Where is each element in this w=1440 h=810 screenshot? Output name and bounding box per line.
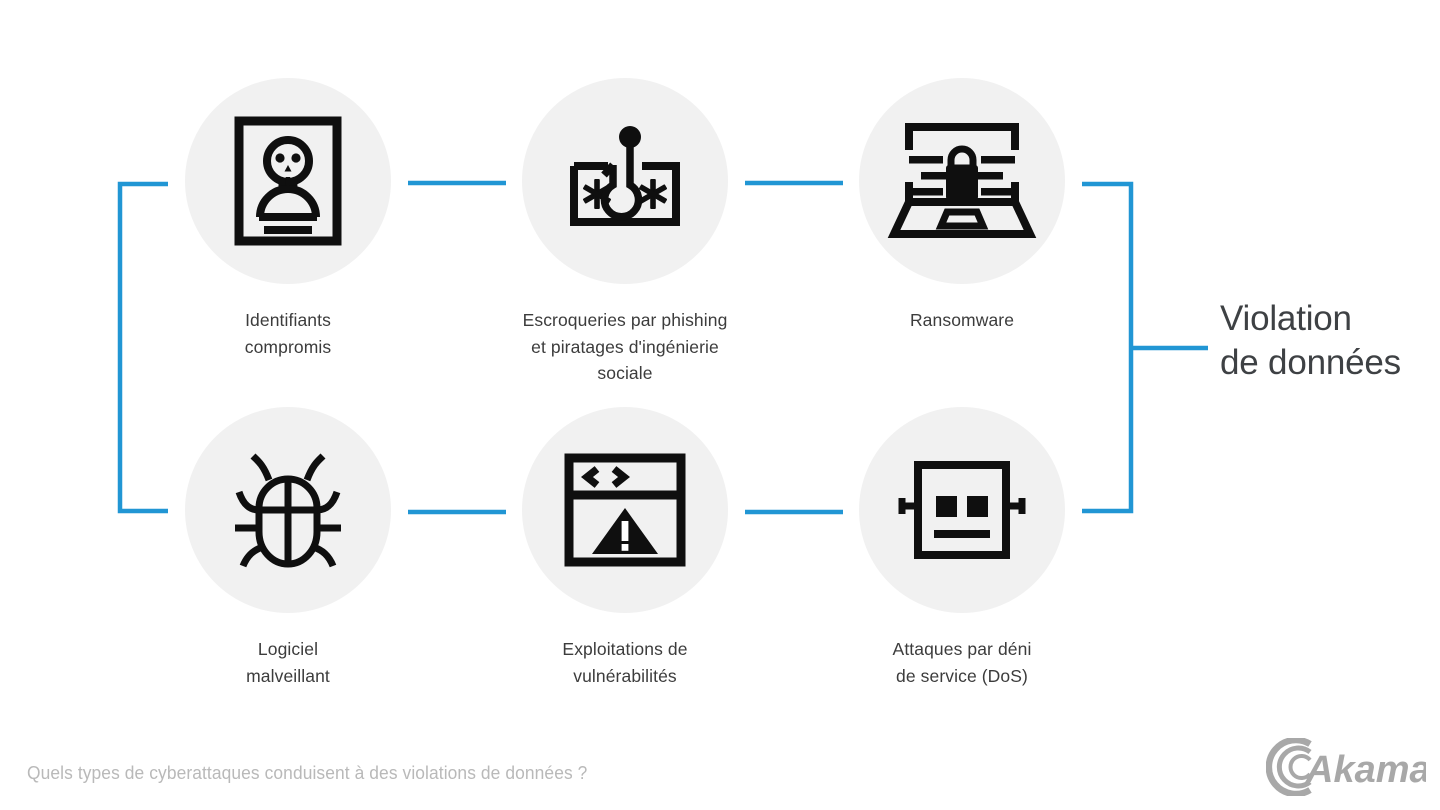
- outcome-data-breach: Violation de données: [1220, 297, 1440, 385]
- node-compromised-credentials[interactable]: Identifiants compromis: [143, 78, 433, 360]
- phishing-hook-password-icon: [570, 126, 680, 226]
- bug-icon: [235, 453, 341, 568]
- icon-circle: [522, 78, 728, 284]
- icon-circle: [185, 78, 391, 284]
- akamai-wordmark: Akamai: [1305, 749, 1426, 791]
- outcome-label: Violation de données: [1220, 299, 1401, 382]
- icon-circle: [859, 407, 1065, 613]
- node-ransomware[interactable]: Ransomware: [817, 78, 1107, 334]
- robot-face-icon: [898, 461, 1026, 559]
- icon-circle: [859, 78, 1065, 284]
- laptop-lock-icon: [887, 123, 1037, 238]
- id-badge-skull-icon: [234, 116, 342, 246]
- node-label: Exploitations de vulnérabilités: [562, 639, 688, 686]
- caption-text: Quels types de cyberattaques conduisent …: [27, 762, 588, 783]
- icon-circle: [185, 407, 391, 613]
- node-malware[interactable]: Logiciel malveillant: [143, 407, 433, 689]
- node-dos-attacks[interactable]: Attaques par déni de service (DoS): [817, 407, 1107, 689]
- node-label: Ransomware: [909, 310, 1015, 330]
- node-label: Logiciel malveillant: [246, 639, 330, 686]
- browser-code-warning-icon: [564, 453, 686, 567]
- node-label: Identifiants compromis: [244, 310, 332, 357]
- node-vulnerability-exploits[interactable]: Exploitations de vulnérabilités: [480, 407, 770, 689]
- node-label: Attaques par déni de service (DoS): [892, 639, 1032, 686]
- icon-circle: [522, 407, 728, 613]
- node-phishing-scams[interactable]: Escroqueries par phishing et piratages d…: [480, 78, 770, 387]
- akamai-logo: Akamai: [1265, 736, 1440, 798]
- node-label: Escroqueries par phishing et piratages d…: [522, 310, 728, 383]
